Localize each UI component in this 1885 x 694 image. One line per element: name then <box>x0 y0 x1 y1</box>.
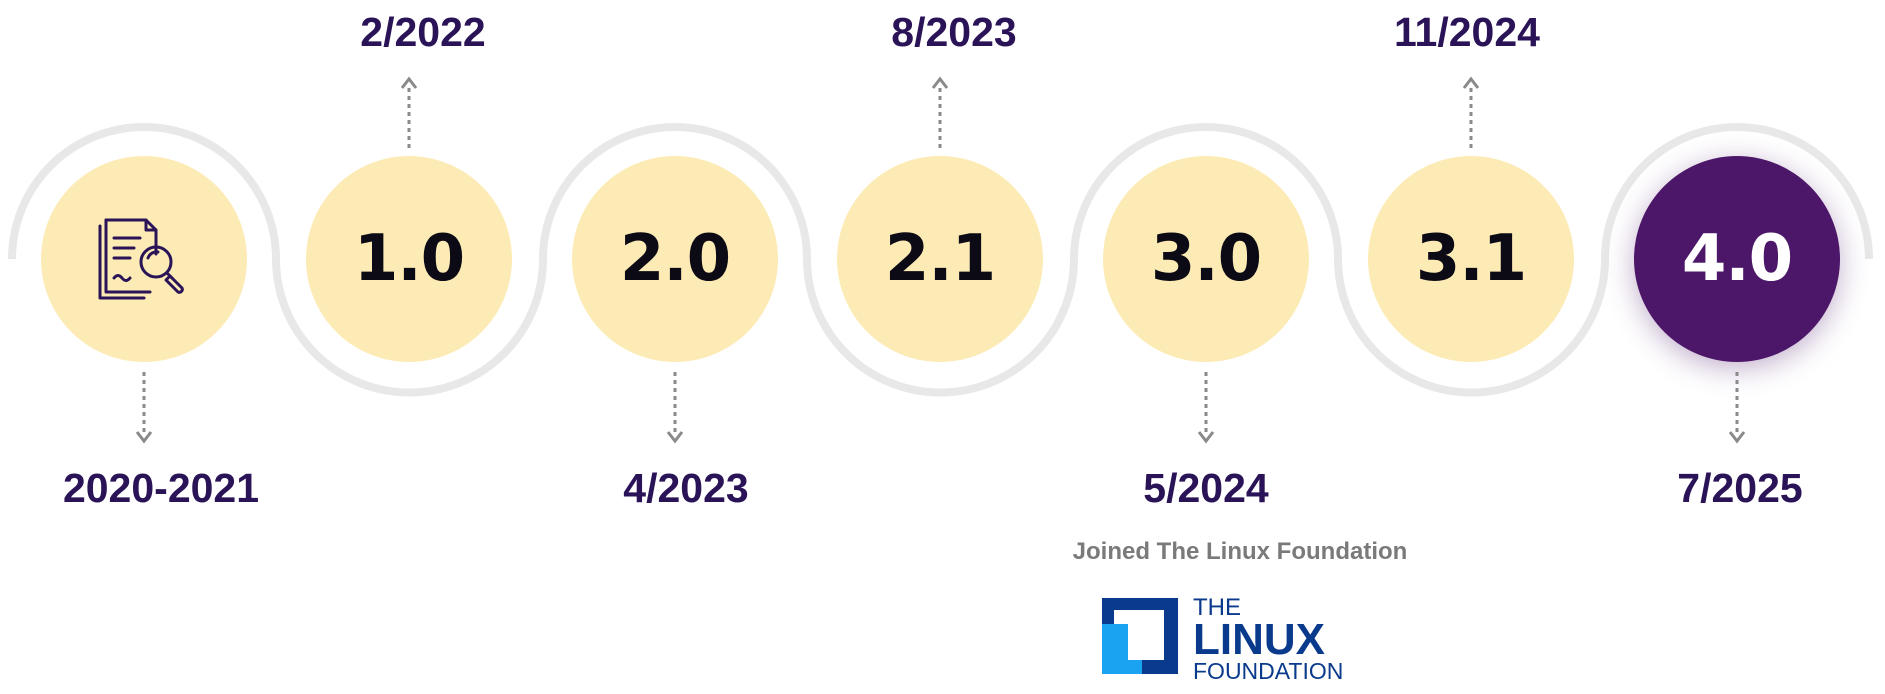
start-date: 2020-2021 <box>62 465 260 511</box>
linux-foundation-logo-text: THE LINUX FOUNDATION <box>1193 596 1343 683</box>
timeline-node-1: 1.0 <box>306 156 512 362</box>
version-label: 3.1 <box>1415 222 1527 296</box>
release-date: 5/2024 <box>1143 465 1269 511</box>
arc-upper-4 <box>1070 123 1342 260</box>
version-label: 2.0 <box>619 222 731 296</box>
arrow-up-icon <box>400 76 418 148</box>
arrow-down-icon <box>1728 372 1746 444</box>
document-search-icon <box>98 218 184 300</box>
timeline-node-start <box>41 156 247 362</box>
timeline-node-6: 4.0 <box>1634 156 1840 362</box>
timeline-node-2: 2.0 <box>572 156 778 362</box>
release-date: 4/2023 <box>623 465 749 511</box>
release-date: 11/2024 <box>1394 9 1540 55</box>
logo-line-the: THE <box>1193 594 1241 621</box>
arrow-down-icon <box>135 372 153 444</box>
release-date: 8/2023 <box>891 9 1017 55</box>
version-label: 4.0 <box>1681 222 1793 296</box>
timeline-node-5: 3.1 <box>1368 156 1574 362</box>
version-label: 3.0 <box>1150 222 1262 296</box>
timeline-node-4: 3.0 <box>1103 156 1309 362</box>
arc-upper-0 <box>8 123 280 260</box>
release-date: 7/2025 <box>1677 465 1803 511</box>
arc-upper-2 <box>539 123 811 260</box>
arc-lower-5 <box>1334 258 1609 397</box>
arc-lower-1 <box>272 258 547 397</box>
version-label: 2.1 <box>884 222 996 296</box>
arrow-up-icon <box>1462 76 1480 148</box>
arc-lower-3 <box>803 258 1078 397</box>
logo-line-foundation: FOUNDATION <box>1193 658 1344 684</box>
release-date: 2/2022 <box>360 9 486 55</box>
arc-upper-6 <box>1601 123 1873 260</box>
version-label: 1.0 <box>353 222 465 296</box>
arrow-up-icon <box>931 76 949 148</box>
logo-line-linux: LINUX <box>1193 615 1325 664</box>
linux-foundation-logo-mark <box>1102 598 1178 674</box>
milestone-note: Joined The Linux Foundation <box>1072 538 1408 565</box>
arrow-down-icon <box>666 372 684 444</box>
timeline-node-3: 2.1 <box>837 156 1043 362</box>
arrow-down-icon <box>1197 372 1215 444</box>
